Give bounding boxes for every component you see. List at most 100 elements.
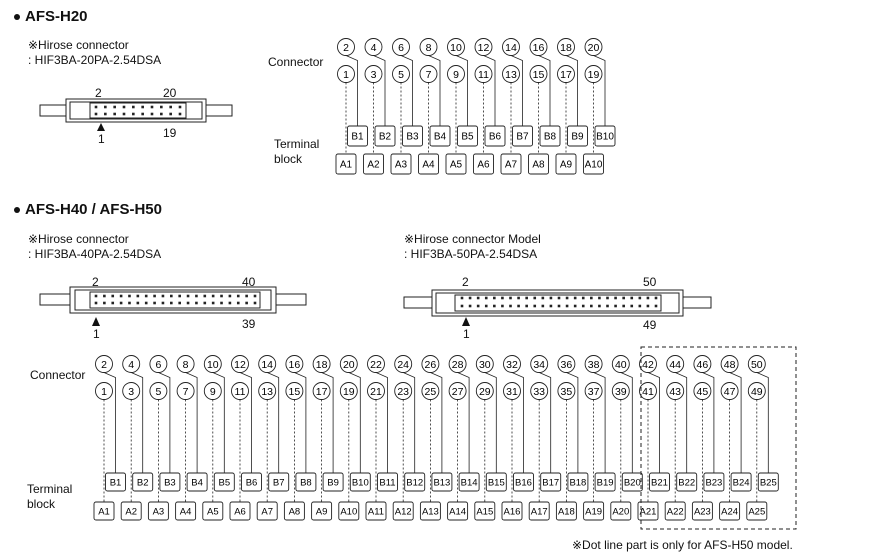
- connector-pin-dot: [103, 301, 106, 305]
- terminal-a-label: A1: [98, 507, 110, 518]
- connector-pin-dot: [141, 105, 144, 109]
- connector-pin-even: [557, 38, 575, 56]
- pin-number: 8: [183, 359, 189, 371]
- connector-pin-dot: [253, 301, 257, 305]
- connector-pin-dot: [141, 112, 144, 116]
- terminal-a: [447, 501, 469, 521]
- pin-label: 1: [463, 327, 470, 341]
- connector-pin-dot: [211, 294, 215, 298]
- terminal-a: [746, 501, 768, 521]
- connector-pin-dot: [253, 294, 257, 298]
- connector-pin-dot: [622, 304, 625, 308]
- terminal-a-label: A10: [585, 160, 603, 171]
- terminal-b-label: B19: [597, 478, 614, 489]
- pin-number: 24: [397, 359, 409, 371]
- connector-pins-40: [94, 294, 257, 305]
- connector-pin-dot: [136, 301, 140, 305]
- wire-to-b-terminal: [593, 372, 606, 473]
- connector-pin-odd: [448, 382, 467, 400]
- terminal-a: [664, 501, 686, 521]
- connector-pin-even: [364, 38, 383, 56]
- connector-pin-odd: [95, 382, 113, 400]
- pin-number: 3: [371, 69, 377, 81]
- terminal-b-label: B4: [434, 132, 447, 143]
- terminal-b: [621, 472, 643, 492]
- connector-pin-dot: [581, 304, 585, 308]
- pin-number: 49: [751, 386, 763, 398]
- wire-to-b-terminal: [428, 55, 441, 126]
- connector-pin-even: [611, 355, 630, 373]
- connector-pin-dot: [493, 296, 496, 300]
- terminal-b-label: B10: [352, 478, 369, 489]
- pin1-marker: [462, 317, 470, 326]
- terminal-b-label: B5: [461, 132, 474, 143]
- connector-pin-odd: [557, 382, 576, 400]
- terminal-b: [594, 472, 616, 492]
- connector-pin-dot: [161, 301, 165, 305]
- pin-label: 1: [98, 132, 105, 146]
- connector-pin-even: [203, 355, 222, 373]
- connector-pin-dot: [630, 304, 634, 308]
- pin-number: 44: [669, 359, 681, 371]
- wire-to-b-terminal: [647, 372, 660, 473]
- connector-pin-even: [557, 355, 576, 373]
- terminal-b-label: B17: [542, 478, 559, 489]
- connector-pin-dot: [220, 301, 223, 305]
- connector-note: ※Hirose connector: [28, 38, 129, 52]
- pin-number: 17: [560, 69, 572, 81]
- pin-number: 12: [234, 359, 246, 371]
- pin-label: 40: [242, 275, 256, 289]
- connector-pin-dot: [150, 105, 154, 109]
- terminal-a: [528, 501, 550, 521]
- pin-number: 14: [261, 359, 273, 371]
- terminal-b: [347, 125, 368, 147]
- connector-pin-dot: [565, 296, 569, 300]
- pin-number: 20: [343, 359, 355, 371]
- connector-pin-dot: [509, 296, 512, 300]
- wire-to-b-terminal: [345, 55, 358, 126]
- pin-number: 2: [343, 42, 349, 54]
- connector-pin-dot: [228, 294, 232, 298]
- connector-pin-dot: [590, 296, 593, 300]
- connector-pin-dot: [132, 112, 135, 116]
- terminal-b: [485, 472, 507, 492]
- terminal-b-label: B13: [433, 478, 450, 489]
- connector-pin-dot: [484, 304, 488, 308]
- connector-pin-dot: [630, 296, 634, 300]
- connector-pin-dot: [132, 105, 135, 109]
- pin-number: 1: [101, 386, 107, 398]
- terminal-a-label: A4: [180, 507, 192, 518]
- connector-pin-dot: [178, 105, 182, 109]
- terminal-a-label: A9: [316, 507, 328, 518]
- terminal-a: [719, 501, 741, 521]
- terminal-a-label: A12: [395, 507, 412, 518]
- terminal-a: [283, 501, 305, 521]
- pin-number: 17: [316, 386, 328, 398]
- connector-pin-odd: [639, 382, 657, 400]
- connector-pin-dot: [170, 294, 173, 298]
- terminal-b-label: B15: [488, 478, 505, 489]
- terminal-a-label: A16: [504, 507, 521, 518]
- connector-pin-dot: [128, 294, 131, 298]
- wire-to-b-terminal: [538, 55, 551, 126]
- terminal-a: [445, 153, 467, 175]
- connector-pin-dot: [598, 304, 601, 308]
- connector-pin-odd: [447, 65, 465, 83]
- pin-number: 30: [479, 359, 491, 371]
- terminal-b: [457, 125, 478, 147]
- terminal-b-label: B12: [406, 478, 423, 489]
- connector-pin-dot: [476, 304, 480, 308]
- terminal-b: [676, 472, 698, 492]
- connector-pin-odd: [285, 382, 304, 400]
- connector-pin-dot: [573, 304, 577, 308]
- connector-model: : HIF3BA-40PA-2.54DSA: [28, 247, 162, 261]
- connector-pin-dot: [606, 296, 609, 300]
- pin-number: 20: [588, 42, 600, 54]
- connector-pin-dot: [533, 296, 537, 300]
- terminal-a-label: A1: [340, 160, 353, 171]
- pin-number: 41: [642, 386, 654, 398]
- connector-pin-odd: [176, 382, 195, 400]
- terminal-a-label: A14: [449, 507, 466, 518]
- terminal-b-label: B25: [760, 478, 777, 489]
- pin-label: 20: [163, 86, 177, 100]
